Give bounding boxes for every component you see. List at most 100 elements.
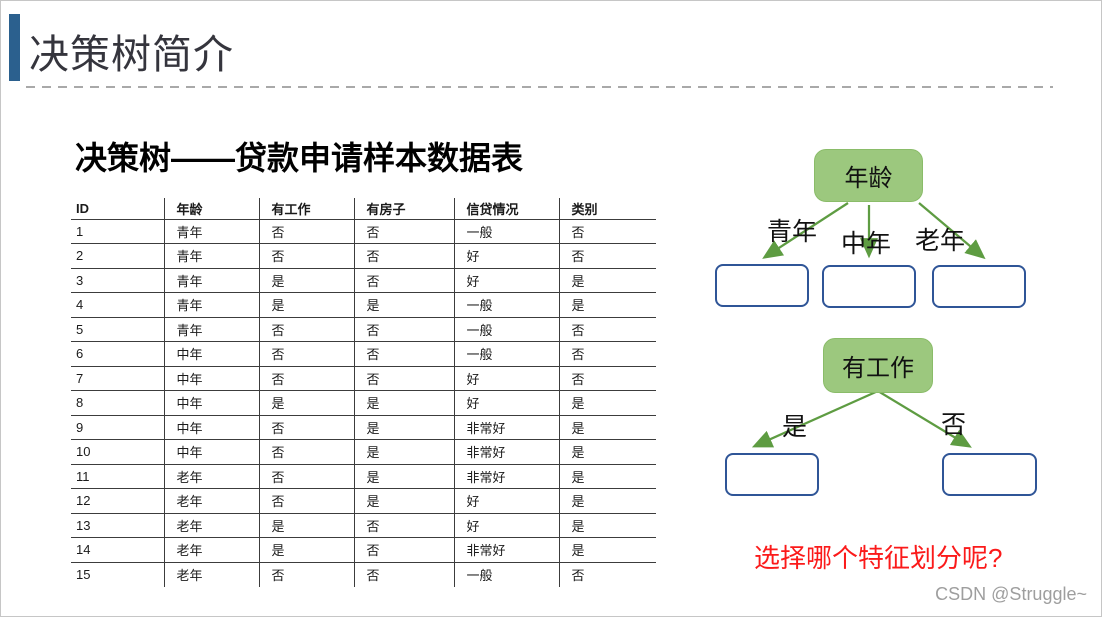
table-cell: 中年 bbox=[163, 415, 259, 440]
table-cell: 否 bbox=[558, 341, 656, 367]
table-cell: 是 bbox=[353, 464, 454, 489]
table-cell: 否 bbox=[258, 488, 354, 514]
table-cell: 否 bbox=[258, 439, 354, 465]
table-cell: 11 bbox=[71, 464, 164, 489]
table-cell: 2 bbox=[71, 243, 164, 269]
table-cell: 否 bbox=[353, 219, 454, 244]
table-cell: 9 bbox=[71, 415, 164, 440]
slide-subtitle: 决策树——贷款申请样本数据表 bbox=[75, 140, 524, 176]
table-cell: 中年 bbox=[163, 390, 259, 416]
table-cell: 7 bbox=[71, 366, 164, 391]
table-cell: 老年 bbox=[163, 562, 259, 587]
table-cell: 好 bbox=[453, 390, 559, 416]
table-cell: 否 bbox=[258, 415, 354, 440]
table-cell: 是 bbox=[558, 268, 656, 293]
table-cell: 3 bbox=[71, 268, 164, 293]
table-cell: 是 bbox=[558, 439, 656, 465]
table-cell: 中年 bbox=[163, 366, 259, 391]
table-cell: 否 bbox=[558, 243, 656, 269]
table-cell: 一般 bbox=[453, 219, 559, 244]
table-cell: 否 bbox=[258, 243, 354, 269]
table-cell: 老年 bbox=[163, 513, 259, 538]
age-root-label: 年龄 bbox=[844, 166, 893, 192]
table-cell: 好 bbox=[453, 488, 559, 514]
question-text: 选择哪个特征划分呢? bbox=[754, 543, 1003, 573]
table-cell: 否 bbox=[258, 464, 354, 489]
table-cell: 是 bbox=[558, 390, 656, 416]
table-cell: 青年 bbox=[163, 317, 259, 342]
table-cell: 是 bbox=[353, 292, 454, 318]
table-cell: 是 bbox=[558, 513, 656, 538]
table-cell: 6 bbox=[71, 341, 164, 367]
age-leaf-box-old bbox=[932, 265, 1026, 308]
table-cell: 否 bbox=[258, 219, 354, 244]
table-cell: 一般 bbox=[453, 292, 559, 318]
table-cell: 一般 bbox=[453, 341, 559, 367]
table-cell: 中年 bbox=[163, 341, 259, 367]
table-cell: 1 bbox=[71, 219, 164, 244]
dashed-divider bbox=[26, 86, 1053, 88]
table-cell: 是 bbox=[353, 415, 454, 440]
table-cell: 一般 bbox=[453, 562, 559, 587]
table-cell: 否 bbox=[353, 317, 454, 342]
table-cell: 8 bbox=[71, 390, 164, 416]
table-cell: 青年 bbox=[163, 243, 259, 269]
age-leaf-box-middle bbox=[822, 265, 916, 308]
table-cell: 5 bbox=[71, 317, 164, 342]
table-cell: 是 bbox=[353, 439, 454, 465]
table-cell: 非常好 bbox=[453, 415, 559, 440]
table-cell: 好 bbox=[453, 513, 559, 538]
table-cell: 10 bbox=[71, 439, 164, 465]
table-cell: 是 bbox=[558, 488, 656, 514]
table-cell: 否 bbox=[258, 366, 354, 391]
table-cell: 否 bbox=[353, 537, 454, 563]
table-cell: 否 bbox=[353, 341, 454, 367]
branch-label-young: 青年 bbox=[767, 219, 818, 246]
table-cell: 否 bbox=[353, 513, 454, 538]
table-cell: 是 bbox=[258, 390, 354, 416]
table-cell: 13 bbox=[71, 513, 164, 538]
table-cell: 4 bbox=[71, 292, 164, 318]
branch-label-old: 老年 bbox=[915, 228, 966, 255]
table-cell: 青年 bbox=[163, 292, 259, 318]
table-cell: 一般 bbox=[453, 317, 559, 342]
table-cell: 好 bbox=[453, 243, 559, 269]
table-cell: 12 bbox=[71, 488, 164, 514]
arrow-job-yes bbox=[751, 389, 879, 448]
table-cell: 好 bbox=[453, 366, 559, 391]
branch-label-middle: 中年 bbox=[841, 231, 892, 258]
table-cell: 是 bbox=[258, 537, 354, 563]
table-cell: 好 bbox=[453, 268, 559, 293]
job-root-label: 有工作 bbox=[842, 356, 914, 382]
table-cell: 非常好 bbox=[453, 464, 559, 489]
table-cell: 是 bbox=[558, 537, 656, 563]
column-header: 有房子 bbox=[353, 198, 454, 220]
job-root-node: 有工作 bbox=[823, 338, 933, 393]
table-cell: 老年 bbox=[163, 464, 259, 489]
column-header: 类别 bbox=[558, 198, 656, 220]
table-cell: 否 bbox=[558, 366, 656, 391]
branch-label-no: 否 bbox=[941, 412, 967, 439]
table-cell: 否 bbox=[353, 562, 454, 587]
table-cell: 中年 bbox=[163, 439, 259, 465]
table-cell: 否 bbox=[258, 317, 354, 342]
table-cell: 否 bbox=[258, 341, 354, 367]
table-cell: 老年 bbox=[163, 488, 259, 514]
table-cell: 是 bbox=[558, 415, 656, 440]
